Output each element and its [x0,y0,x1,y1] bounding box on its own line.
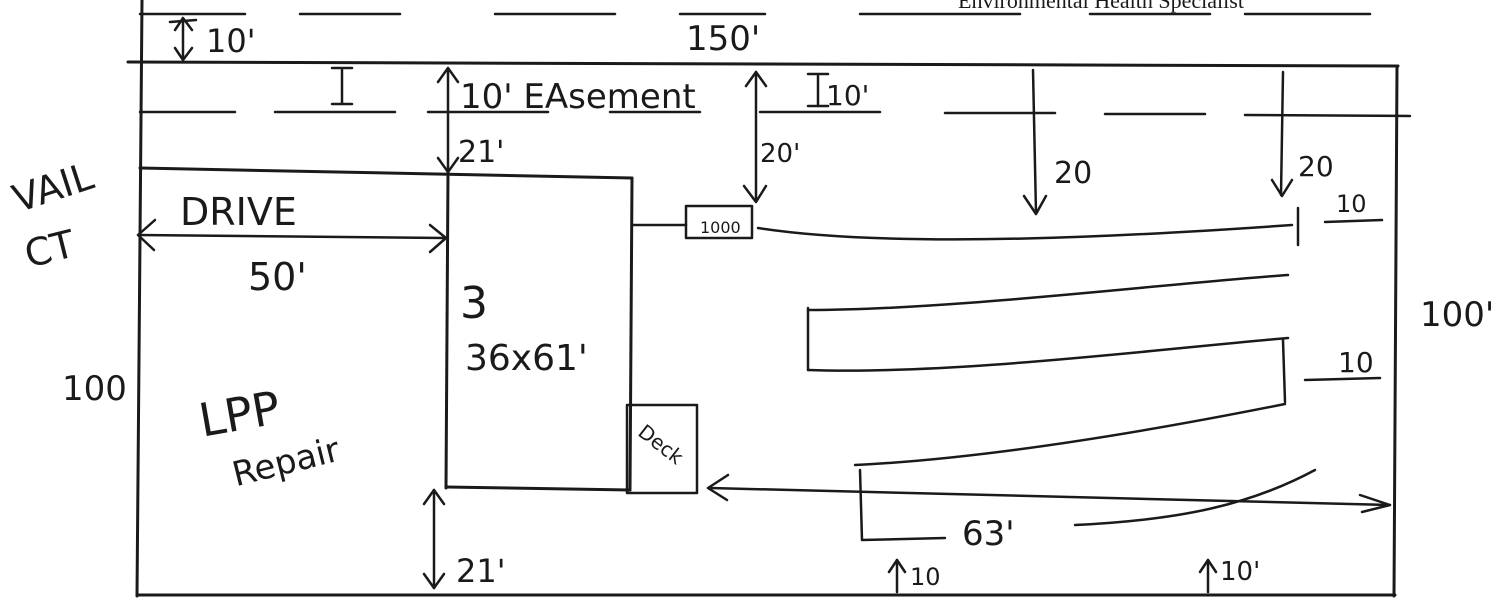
property-boundary [126,0,1400,598]
bottom-setback-arrow-1 [887,558,907,594]
label-line-spacing-1: 10 [1336,190,1367,218]
label-setback-field-b: 20 [1298,150,1334,183]
label-bottom-setback-1: 10 [910,563,941,591]
label-bottom-setback-2: 10' [1220,557,1260,587]
label-setback-house-top: 21' [458,135,504,170]
drive-edge-line [138,166,634,180]
label-setback-top: 10' [206,22,256,60]
label-drive: DRIVE [180,190,297,234]
label-setback-tank: 20' [760,139,800,169]
house-setback-arrow-top [436,66,460,174]
spacing-mark-2 [1303,376,1382,382]
setback-arrow-easement [330,66,354,106]
label-easement: 10' EAsement [460,77,696,117]
lateral-line-3 [853,338,1287,467]
label-street-line2: CT [20,222,80,277]
label-lateral-length: 63' [962,514,1015,554]
label-lpp-line1: LPP [195,380,284,447]
lateral-line-4 [858,468,1317,542]
label-street-line1: VAIL [7,154,99,221]
label-setback-field-a: 20 [1054,156,1092,191]
label-setback-house-bottom: 21' [456,552,506,590]
header-text: Environmental Health Specialist [958,0,1244,13]
deck [625,403,699,495]
lateral-length-arrow [706,473,1392,514]
label-lot-depth-left: 100 [62,369,127,409]
label-easement-right: 10' [826,79,869,112]
drive-dimension-arrow [136,218,448,254]
tank-setback-arrow [742,70,768,204]
lateral-line-1 [756,206,1300,247]
lateral-line-2 [806,273,1290,372]
easement-dashed-line [138,110,1412,118]
setback-arrow-top [168,16,198,62]
bottom-setback-arrow-2 [1198,558,1218,594]
house-setback-arrow-bottom [422,488,446,590]
spacing-mark-1 [1323,218,1384,224]
label-house-size: 36x61' [465,338,588,379]
field-setback-arrow-a [1022,68,1048,216]
label-tank: 1000 [700,218,741,237]
label-house-bedrooms: 3 [460,278,488,329]
label-lot-depth-right: 100' [1420,295,1494,335]
label-drive-width: 50' [248,255,307,299]
house-footprint [444,170,634,492]
septic-tank [684,204,754,240]
easement-arrow-right [806,72,830,108]
label-line-spacing-2: 10 [1338,346,1374,379]
label-lot-width-top: 150' [686,19,760,59]
label-deck: Deck [634,419,689,469]
field-setback-arrow-b [1270,70,1294,198]
